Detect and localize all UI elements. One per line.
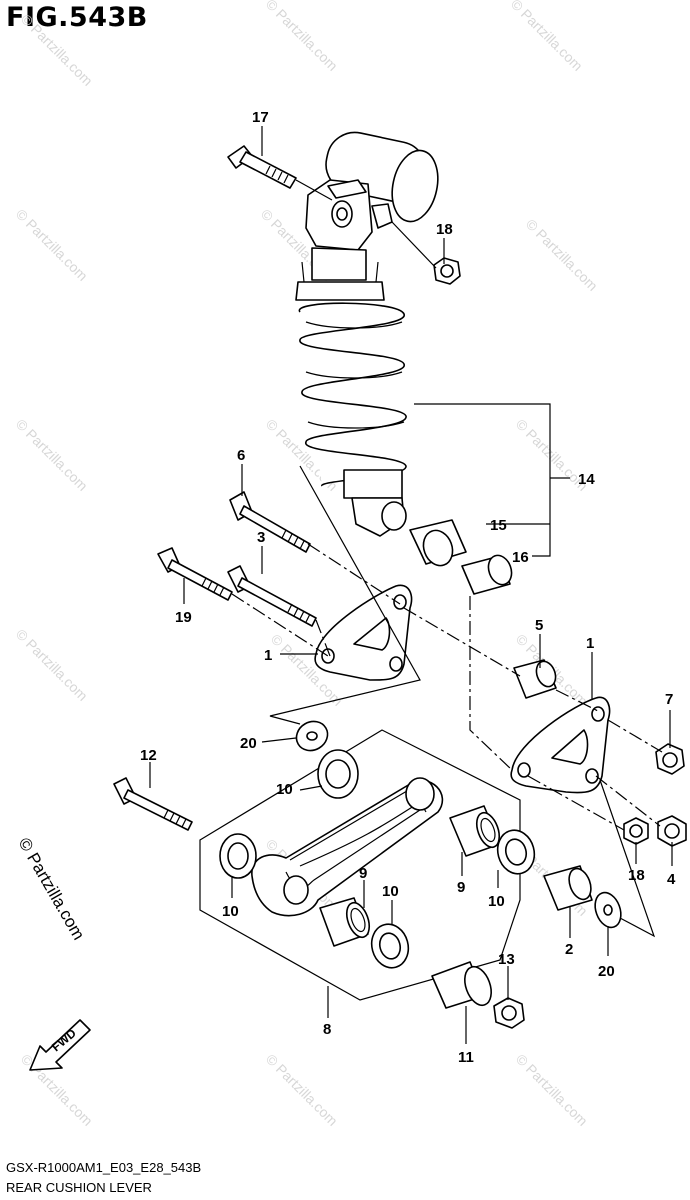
callout-1: 1	[264, 647, 272, 664]
nut-18-lower	[623, 817, 649, 845]
callout-2: 2	[565, 941, 573, 958]
cushion-rod-8	[251, 777, 444, 917]
callout-9: 9	[457, 879, 465, 896]
bearing-15	[409, 519, 467, 567]
callout-10: 10	[276, 781, 293, 798]
callout-19: 19	[175, 609, 192, 626]
rear-shock-absorber	[295, 131, 439, 537]
callout-8: 8	[323, 1021, 331, 1038]
fwd-arrow-icon: FWD	[29, 1019, 91, 1071]
link-plate-1-left	[314, 584, 413, 681]
nut-18-top	[433, 257, 461, 285]
washer-20-left	[295, 720, 329, 752]
bearing-10-right	[496, 829, 536, 875]
bolt-17	[227, 145, 297, 189]
callout-4: 4	[667, 871, 676, 888]
side-watermark: © Partzilla.com	[15, 835, 89, 944]
callout-13: 13	[498, 951, 515, 968]
link-plate-1-right	[510, 696, 611, 794]
callout-10: 10	[382, 883, 399, 900]
watermark: © Partzilla.com	[18, 11, 96, 89]
callout-15: 15	[490, 517, 507, 534]
callout-10: 10	[488, 893, 505, 910]
callout-10: 10	[222, 903, 239, 920]
callout-18: 18	[628, 867, 645, 884]
watermark: © Partzilla.com	[523, 216, 601, 294]
bearing-10-top	[317, 749, 359, 799]
washer-20-right	[594, 891, 622, 929]
spacer-16	[461, 554, 513, 595]
callout-5: 5	[535, 617, 543, 634]
figure-title: FIG.543B	[6, 2, 148, 33]
bolt-19	[157, 547, 233, 601]
diagram-code: GSX-R1000AM1_E03_E28_543B	[6, 1160, 202, 1175]
watermark: © Partzilla.com	[513, 1051, 591, 1129]
callout-17: 17	[252, 109, 269, 126]
nut-7	[655, 743, 685, 775]
callout-11: 11	[458, 1049, 474, 1066]
collar-5	[513, 659, 557, 699]
collar-11	[431, 961, 492, 1009]
collar-2	[543, 865, 593, 911]
callout-14: 14	[578, 471, 595, 488]
watermark: © Partzilla.com	[13, 416, 91, 494]
callout-18: 18	[436, 221, 453, 238]
nut-4	[657, 815, 687, 847]
bearing-10-lower	[370, 923, 410, 969]
callout-16: 16	[512, 549, 529, 566]
watermark: © Partzilla.com	[508, 0, 586, 74]
bolt-12	[113, 777, 193, 831]
callout-20: 20	[240, 735, 257, 752]
callout-12: 12	[140, 747, 157, 764]
bolt-6	[229, 491, 311, 553]
diagram-subtitle: REAR CUSHION LEVER	[6, 1180, 152, 1195]
needle-bearing-9-center	[449, 805, 501, 857]
assembly-box-8	[199, 729, 521, 1001]
callout-6: 6	[237, 447, 245, 464]
watermark: © Partzilla.com	[263, 1051, 341, 1129]
callout-9: 9	[359, 865, 367, 882]
watermark: © Partzilla.com	[13, 206, 91, 284]
nut-13	[493, 997, 525, 1029]
needle-bearing-9-lower	[319, 897, 371, 947]
watermark: © Partzilla.com	[263, 0, 341, 74]
callout-20: 20	[598, 963, 615, 980]
callout-1: 1	[586, 635, 594, 652]
watermark: © Partzilla.com	[13, 626, 91, 704]
callout-7: 7	[665, 691, 673, 708]
callout-3: 3	[257, 529, 265, 546]
bearing-10-left	[219, 833, 257, 879]
bolt-3	[227, 565, 317, 627]
